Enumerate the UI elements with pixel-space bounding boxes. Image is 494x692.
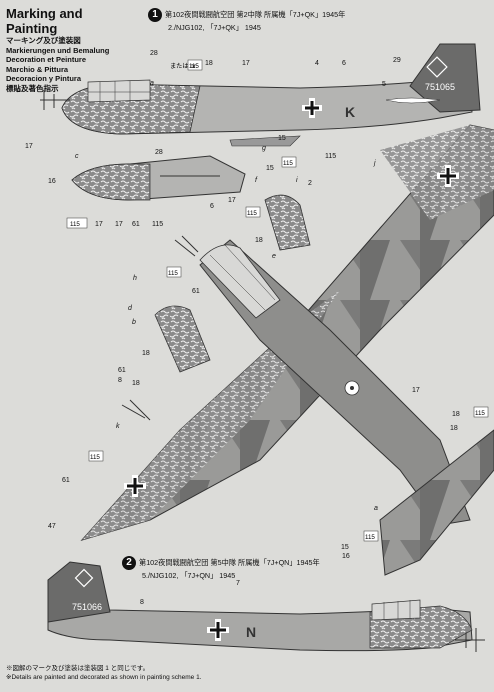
callout-number: 17	[228, 197, 236, 204]
callout-number: 4	[315, 60, 319, 67]
header-block: Marking and Painting マーキング及び塗装図 Markieru…	[6, 6, 136, 93]
color-code: 115	[247, 210, 257, 217]
side-view-bottom: 751066 N	[47, 561, 485, 652]
callout-number: 61	[62, 477, 70, 484]
callout-letter: j	[373, 160, 376, 167]
paint-or-label: または or	[170, 63, 196, 70]
callout-letter: i	[296, 177, 298, 184]
scheme2-number: 2	[122, 556, 136, 570]
scheme1-line2: 2./NJG102, 「7J+QK」 1945	[168, 23, 261, 32]
callout-number: 15	[278, 135, 286, 142]
footnote-en: ※Details are painted and decorated as sh…	[6, 674, 202, 681]
color-code: 115	[189, 63, 199, 70]
callout-number: 17	[242, 60, 250, 67]
plan-view-aircraft	[80, 124, 494, 576]
tail-serial-2: 751066	[72, 602, 102, 612]
callout-number: 8	[140, 599, 144, 606]
callout-number: 2	[308, 180, 312, 187]
callout-number: 61	[118, 367, 126, 374]
callout-letter: k	[116, 423, 120, 430]
callout-number: 28	[150, 50, 158, 57]
title-it: Marchio & Pittura	[6, 64, 69, 74]
callout-number: 8	[118, 377, 122, 384]
scheme2-line1: 第102夜間戦闘航空団 第5中隊 所属機「7J+QN」1945年	[139, 557, 320, 567]
footnotes: ※図解のマーク及び塗装は塗装図 1 と同じです。 ※Details are pa…	[6, 664, 202, 682]
footnote-ja: ※図解のマーク及び塗装は塗装図 1 と同じです。	[6, 665, 150, 672]
callout-letter: h	[133, 275, 137, 282]
title-de: Markierungen und Bemalung	[6, 45, 110, 55]
callout-number: 16	[48, 178, 56, 185]
color-code: 115	[70, 221, 80, 228]
callout-letter: g	[262, 145, 266, 152]
callout-number: 61	[192, 288, 200, 295]
title-es: Decoracion y Pintura	[6, 74, 82, 83]
title-ja: マーキング及び塗装図	[6, 36, 81, 45]
callout-labels: 17 28 18 17 4 6 29 5 17 15 115 28 16 17 …	[17, 50, 460, 606]
callout-number: 5	[382, 81, 386, 88]
callout-letter: a	[374, 505, 378, 512]
scheme1-number: 1	[148, 8, 162, 22]
callout-letter: a	[150, 80, 154, 87]
callout-letter: d	[128, 305, 133, 312]
callout-number: 18	[255, 237, 263, 244]
callout-number: 29	[393, 57, 401, 64]
color-code: 115	[365, 534, 375, 541]
scheme2-line2: 5./NJG102, 「7J+QN」 1945	[142, 571, 236, 580]
color-code-tags: 115 115 115 115 115 115 115 115 または or	[66, 59, 489, 542]
callout-number: 17	[412, 387, 420, 394]
callout-number: 115	[325, 153, 336, 160]
callout-number: 47	[48, 523, 56, 530]
callout-letter: e	[272, 253, 276, 260]
callout-number: 18	[205, 60, 213, 67]
callout-letter: f	[255, 177, 258, 184]
color-code: 115	[90, 454, 100, 461]
callout-number: 6	[210, 203, 214, 210]
callout-number: 15	[341, 544, 349, 551]
callout-number: 61	[132, 221, 140, 228]
callout-letters: c a f i j e d b k a h g	[75, 80, 378, 512]
callout-number: 18	[450, 425, 458, 432]
nacelle-side-view	[71, 155, 246, 201]
color-code: 115	[283, 160, 293, 167]
callout-number: 17	[115, 221, 123, 228]
callout-number: 15	[266, 165, 274, 172]
callout-number: 17	[25, 143, 33, 150]
callout-number: 18	[452, 411, 460, 418]
callout-number: 17	[17, 87, 25, 94]
callout-number: 16	[342, 553, 350, 560]
callout-number: 115	[152, 221, 163, 228]
callout-number: 18	[142, 350, 150, 357]
title-zh: 標貼及著色指示	[6, 83, 59, 93]
callout-number: 28	[155, 149, 163, 156]
callout-number: 6	[342, 60, 346, 67]
color-code: 115	[475, 410, 485, 417]
title-fr: Decoration et Peinture	[6, 55, 87, 64]
side-view-top: 751065 K	[40, 43, 481, 147]
callout-number: 18	[132, 380, 140, 387]
scheme1-line1: 第102夜間戦闘航空団 第2中隊 所属機「7J+QK」1945年	[165, 9, 346, 19]
callout-letter: c	[75, 153, 79, 160]
tail-serial-1: 751065	[425, 82, 455, 92]
page-title: Marking and Painting	[6, 6, 83, 36]
fuselage-letter-1: K	[345, 104, 355, 120]
callout-letter: b	[132, 319, 136, 326]
color-code: 115	[168, 270, 178, 277]
callout-number: 7	[236, 580, 240, 587]
fuselage-letter-2: N	[246, 624, 256, 640]
callout-number: 17	[95, 221, 103, 228]
